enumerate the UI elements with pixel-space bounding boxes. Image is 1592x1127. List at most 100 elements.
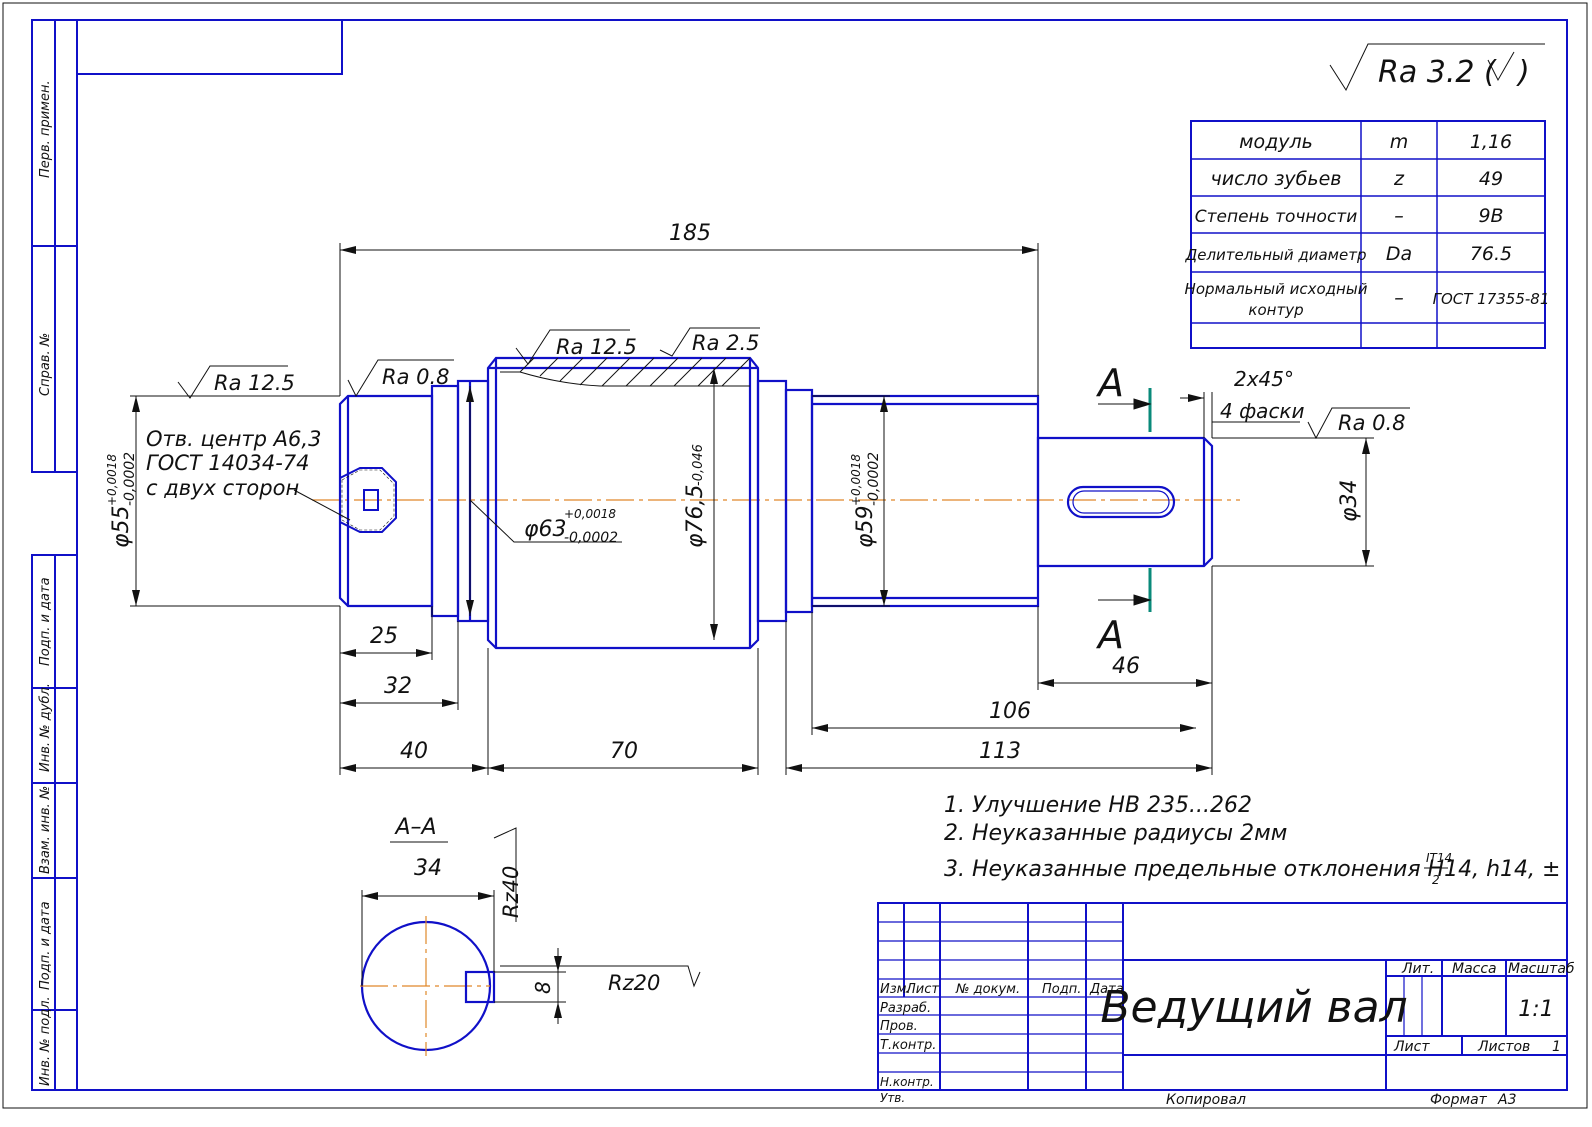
dim-113: 113 — [979, 739, 1021, 764]
left-journal — [338, 394, 434, 608]
dim-40: 40 — [400, 739, 428, 764]
lit-header: Лит. — [1401, 961, 1434, 977]
dimension-lines — [130, 243, 1374, 775]
side-stamp-2: Справ. № — [38, 333, 53, 396]
general-roughness-text: Ra 3.2 ( — [1378, 55, 1497, 90]
mass-header: Масса — [1452, 961, 1497, 977]
roughness-journal-left: Ra 0.8 — [382, 365, 450, 389]
col-header-date: Дата — [1089, 982, 1124, 997]
collar-left-2 — [456, 379, 490, 623]
gear-param-name: Степень точности — [1195, 207, 1358, 227]
section-view-title: А–А — [393, 815, 436, 840]
note3-denominator: 2 — [1432, 873, 1440, 887]
dim-46: 46 — [1112, 654, 1140, 679]
format-label: Формат — [1430, 1092, 1488, 1108]
col-header-doc: № докум. — [955, 982, 1020, 997]
gear-param-symbol: – — [1394, 205, 1404, 227]
title-block: Изм. Лист № докум. Подп. Дата Разраб. Пр… — [877, 902, 1575, 1108]
dim-overall: 185 — [669, 221, 711, 246]
roughness-key-bottom: Rz20 — [608, 971, 660, 995]
dia63-lower: -0,0002 — [564, 530, 618, 546]
gear-param-symbol: Da — [1386, 243, 1412, 265]
gear-param-name-line1: Нормальный исходный — [1185, 280, 1368, 298]
outer-frame — [2, 2, 1588, 1109]
gear-param-value: 1,16 — [1470, 131, 1512, 153]
dia59-lower: -0,0002 — [866, 452, 882, 506]
center-note-line: ГОСТ 14034-74 — [146, 451, 310, 475]
dia55-lower: -0,0002 — [122, 452, 138, 506]
collar-left — [430, 384, 460, 618]
note3-numerator: IT14 — [1426, 851, 1452, 865]
top-left-stamp — [76, 19, 343, 75]
gear-param-name-line2: контур — [1248, 301, 1303, 319]
side-stamp-4: Инв. № дубл. — [38, 683, 53, 772]
role-razrab: Разраб. — [880, 1001, 931, 1016]
gear-body — [486, 356, 760, 650]
section-label-top: A — [1095, 361, 1124, 405]
col-header-sign: Подп. — [1042, 982, 1081, 997]
roughness-right-end: Ra 0.8 — [1338, 411, 1406, 435]
gear-param-value: 9B — [1478, 205, 1503, 227]
note-line: 1. Улучшение НВ 235...262 — [944, 793, 1252, 818]
arrowheads — [132, 246, 1370, 772]
roughness-key-side: Rz40 — [499, 866, 523, 918]
dim-70: 70 — [610, 739, 638, 764]
section-label-bottom: A — [1095, 613, 1124, 657]
dia63-upper: +0,0018 — [564, 507, 616, 521]
dim-key-width: 34 — [414, 856, 442, 881]
dimension-texts: 185 25 32 40 70 106 113 46 34 — [370, 221, 1140, 881]
general-roughness: Ra 3.2 ( ) — [1329, 43, 1545, 92]
dia55-upper: +0,0018 — [105, 454, 119, 506]
roughness-gear-top: Ra 12.5 — [556, 335, 637, 359]
inner-frame — [76, 19, 1568, 1091]
role-prov: Пров. — [880, 1019, 918, 1034]
teeth-hatch — [500, 357, 751, 387]
role-nkontr: Н.контр. — [880, 1075, 934, 1089]
note-line: 3. Неуказанные предельные отклонения H14… — [944, 857, 1560, 882]
copied-label: Копировал — [1166, 1092, 1246, 1108]
collar-right-2 — [784, 388, 814, 614]
side-stamp-labels: Перв. примен. Справ. № Подп. и дата Инв.… — [38, 80, 53, 1086]
keyway — [1066, 485, 1176, 519]
dia63: φ63 — [524, 517, 567, 542]
gear-param-symbol: z — [1393, 168, 1405, 190]
note-line: 2. Неуказанные радиусы 2мм — [944, 821, 1287, 846]
center-note-line: с двух сторон — [146, 476, 299, 500]
gear-param-name: число зубьев — [1211, 168, 1342, 190]
side-stamp-5: Взам. инв. № — [38, 786, 53, 874]
dim-32: 32 — [384, 674, 412, 699]
dia59: φ59 — [853, 505, 878, 548]
role-tkontr: Т.контр. — [880, 1038, 936, 1053]
checkmark-icon — [1487, 51, 1515, 82]
scale-value: 1:1 — [1518, 997, 1553, 1022]
sheet-label: Лист — [1393, 1039, 1430, 1055]
section-view: А–А 8 — [360, 815, 566, 1056]
dim-key-depth: 8 — [531, 981, 555, 994]
right-journal — [810, 394, 1040, 608]
gear-table: модуль m 1,16 число зубьев z 49 Степень … — [1185, 120, 1550, 349]
technical-notes: 1. Улучшение НВ 235...262 2. Неуказанные… — [944, 793, 1560, 887]
gear-param-value: ГОСТ 17355-81 — [1433, 290, 1550, 308]
dia55: φ55 — [109, 505, 134, 548]
roughness-gear-teeth: Ra 2.5 — [692, 331, 760, 355]
chamfer-note: 4 фаски — [1220, 399, 1305, 423]
side-stamp-column — [31, 19, 78, 1091]
chamfer-text: 2x45° — [1234, 367, 1294, 391]
collar-right — [756, 379, 788, 623]
role-utv: Утв. — [880, 1091, 905, 1105]
dia59-upper: +0,0018 — [849, 454, 863, 506]
sheets-value: 1 — [1552, 1039, 1561, 1055]
gear-param-value: 76.5 — [1470, 243, 1512, 265]
side-stamp-7: Инв. № подл. — [38, 996, 53, 1086]
section-keyway — [464, 970, 496, 1004]
col-header-list: Лист — [905, 982, 939, 997]
roughness-left-end: Ra 12.5 — [214, 371, 295, 395]
side-stamp-1: Перв. примен. — [38, 80, 53, 178]
dia34: φ34 — [1337, 479, 1362, 522]
dia765: φ76,5 — [683, 485, 708, 549]
center-hole-note: Отв. центр А6,3 ГОСТ 14034-74 с двух сто… — [146, 427, 321, 500]
center-note-line: Отв. центр А6,3 — [146, 427, 321, 451]
dia765-tol: -0,046 — [691, 444, 706, 486]
side-stamp-6: Подп. и дата — [38, 901, 53, 990]
